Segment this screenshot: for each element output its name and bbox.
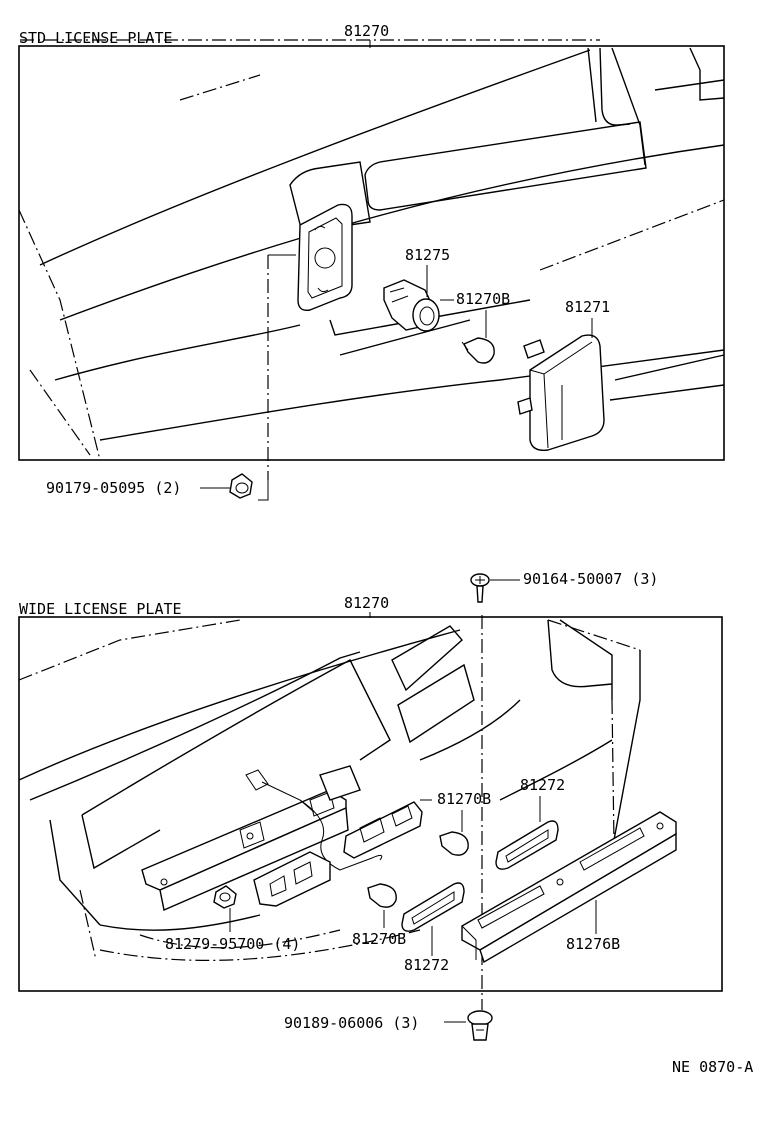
wide-clip-81279 [213,885,237,909]
wide-bulb-upper [439,831,469,856]
wide-section-title: WIDE LICENSE PLATE [19,600,182,618]
std-section-frame [18,45,725,461]
std-section-title: STD LICENSE PLATE [19,29,173,47]
figure-code: NE 0870-A [672,1058,753,1076]
wide-assembly-label: 81270 [344,594,389,612]
std-socket-81275 [383,279,440,332]
std-bulb-label: 81270B [456,290,510,308]
wide-clip-label: 81279-95700 (4) [165,935,300,953]
wide-bottom-clip-label: 90189-06006 (3) [284,1014,419,1032]
wide-lens-upper [495,820,559,870]
wide-bulb-upper-label: 81270B [437,790,491,808]
wide-lens-lower [401,882,465,932]
std-assembly-label: 81270 [344,22,389,40]
std-nut-leader [258,480,269,501]
wide-bulb-lower [367,883,397,908]
wide-bulb-lower-label: 81270B [352,930,406,948]
wide-lamp-socket [253,801,423,907]
wide-section-frame [18,616,723,992]
wide-body-contours [18,619,641,961]
wide-lens-lower-label: 81272 [404,956,449,974]
std-lens-81271 [517,334,605,451]
wide-clip-90189 [467,1010,493,1041]
std-lens-label: 81271 [565,298,610,316]
wide-license-plate-section: WIDE LICENSE PLATE 81270 90164-50007 (3) [18,570,723,1041]
wide-screw-90164 [470,573,490,603]
std-nut-90179 [229,473,253,499]
wide-cover-label: 81276B [566,935,620,953]
std-bulb-81270B [461,337,495,364]
std-body-contours [18,39,725,461]
wide-lamp-bracket [141,765,383,911]
wide-lens-upper-label: 81272 [520,776,565,794]
std-nut-label: 90179-05095 (2) [46,479,181,497]
std-socket-label: 81275 [405,246,450,264]
std-license-plate-section: STD LICENSE PLATE 81270 [18,22,725,501]
wide-cover-81276B [461,811,677,964]
std-lamp-housing [297,203,353,311]
wide-screw-label: 90164-50007 (3) [523,570,658,588]
